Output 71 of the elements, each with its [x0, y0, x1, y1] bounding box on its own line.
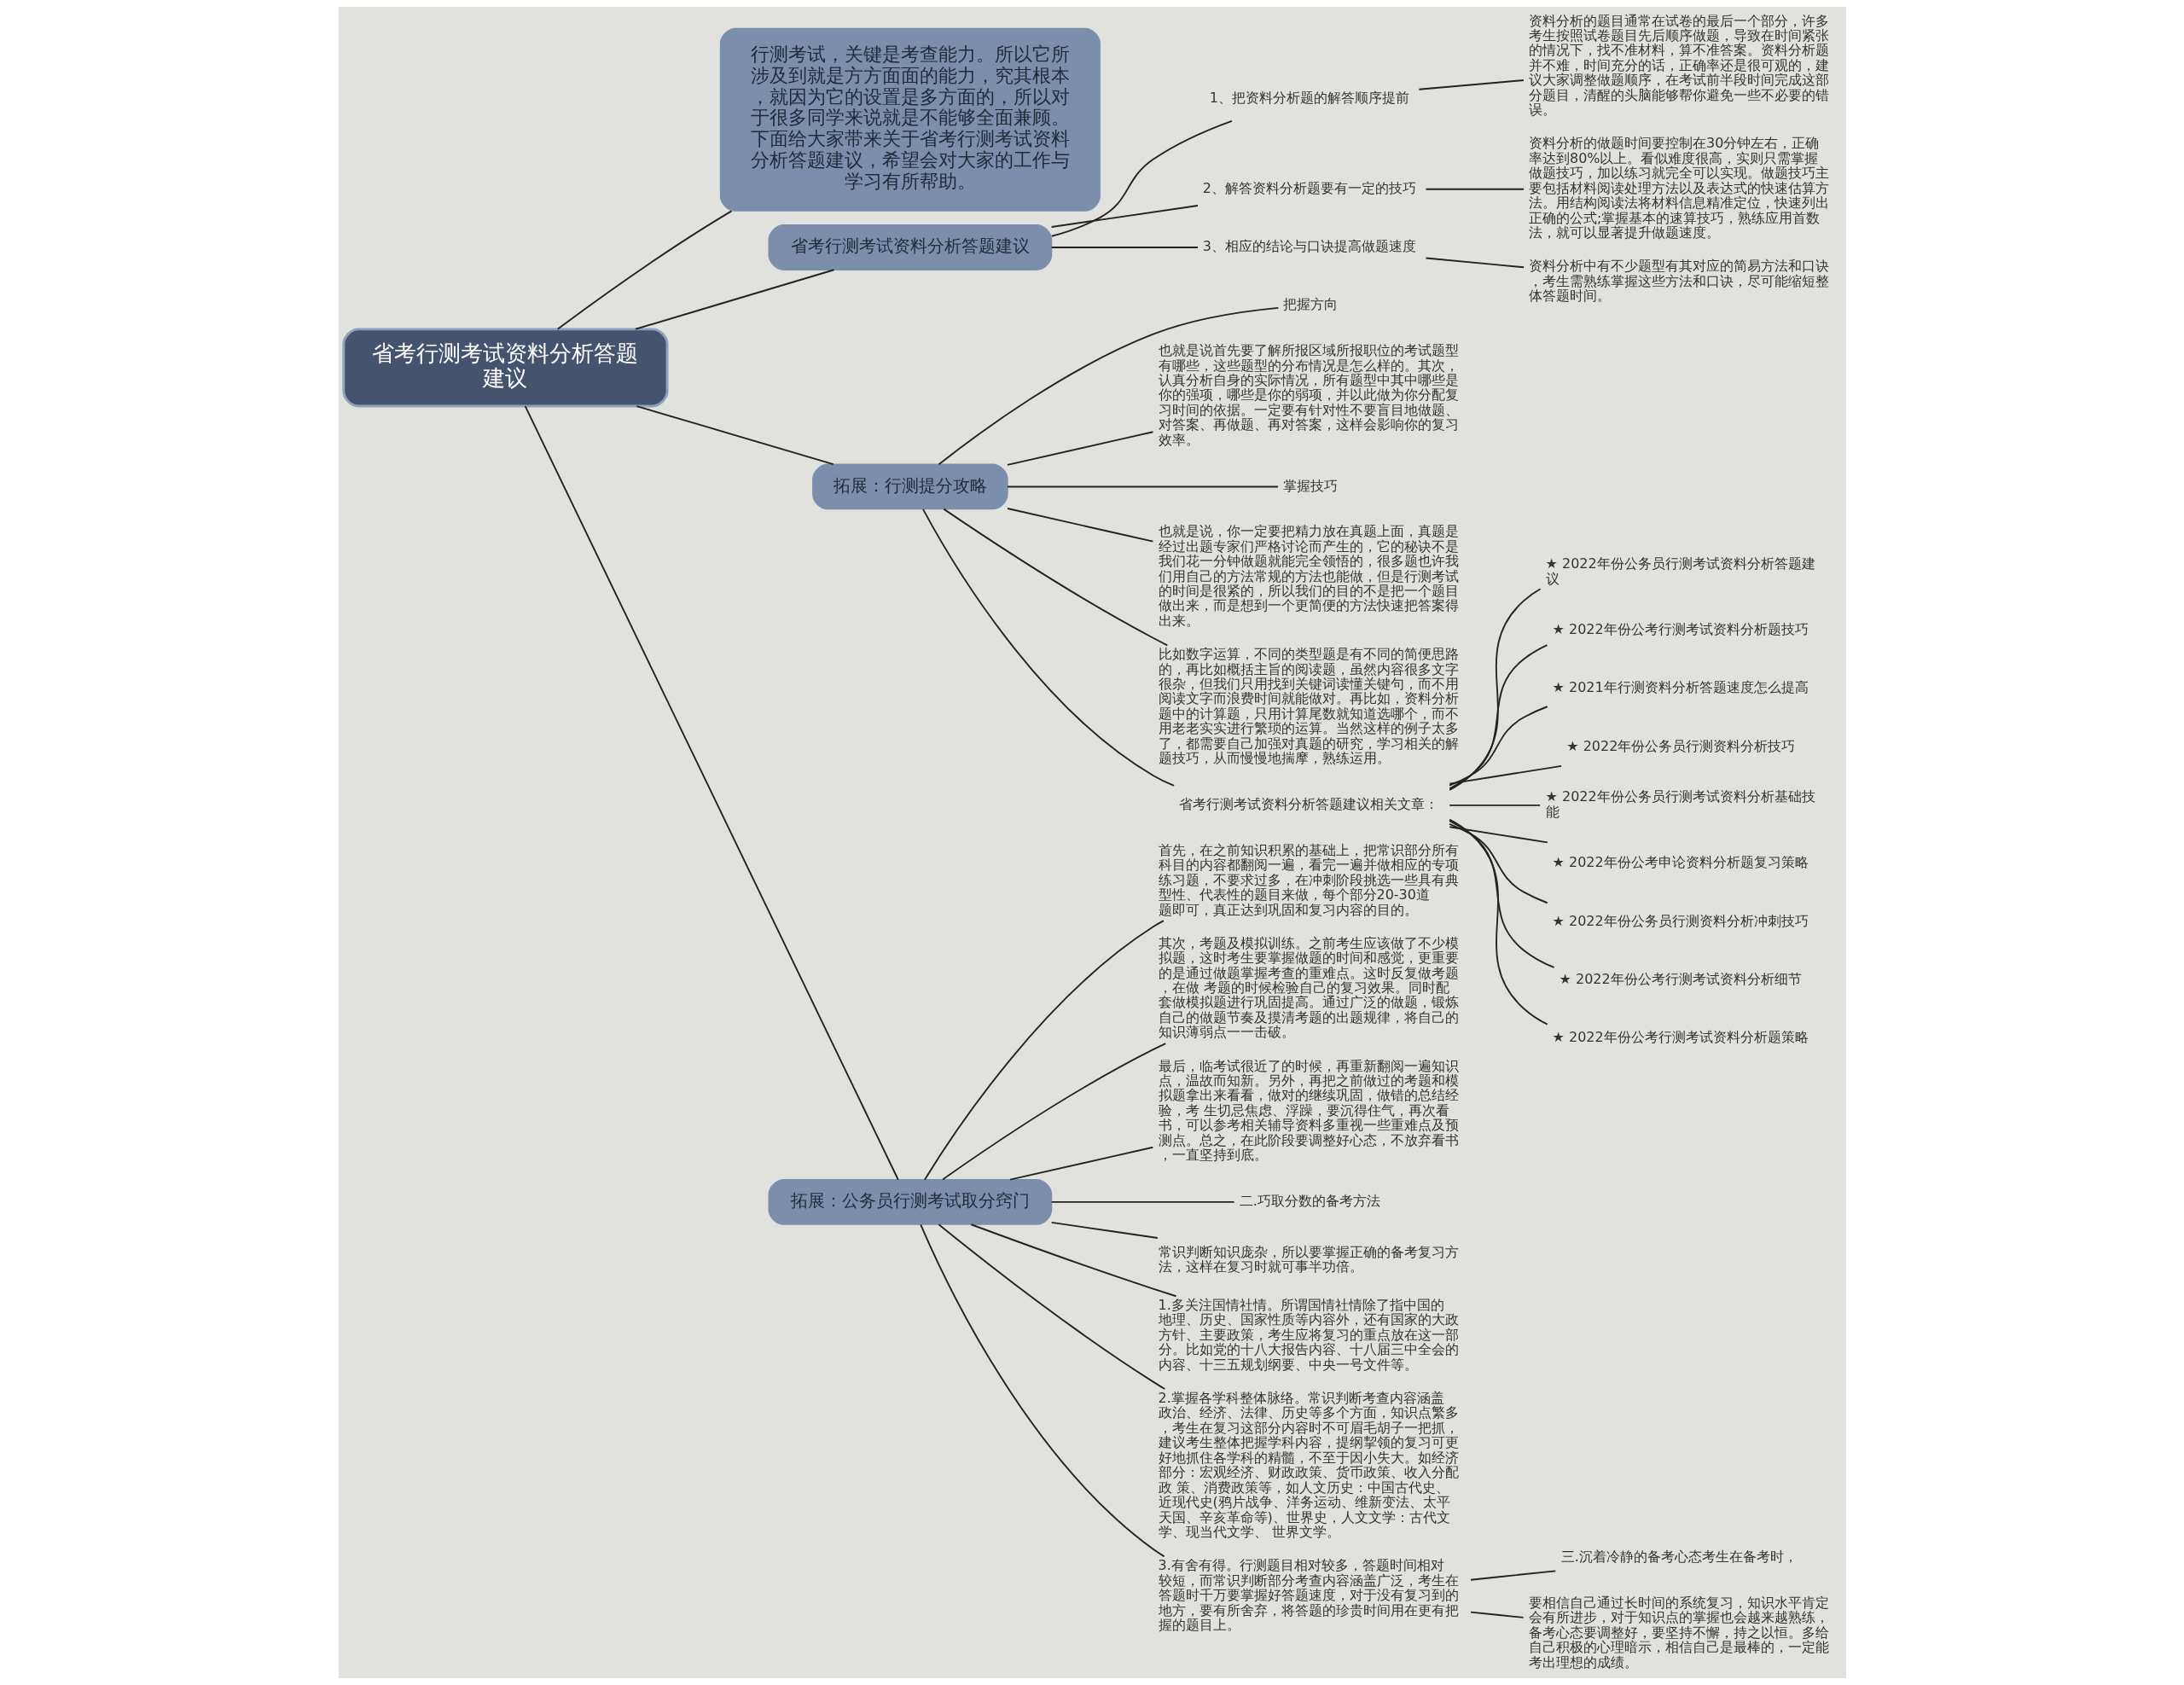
- node-box: 拓展：公务员行测考试取分窍门: [768, 1179, 1052, 1225]
- connector: [937, 1223, 1165, 1390]
- node-text: 首先，在之前知识积累的基础上，把常识部分所有科目的内容都翻阅一遍，看完一遍并做相应的专项练习题，不要求过多，在冲刺阶段挑选一些具有典型性、代表性的题目来做，每个部分20-30道题即可，真正达到巩固和复习内容的目的。: [1158, 841, 1459, 918]
- connector: [1448, 826, 1548, 844]
- connector: [1448, 588, 1541, 791]
- node-text: 最后，临考试很近了的时候，再重新翻阅一遍知识点，温故而知新。另外，再把之前做过的考题和模拟题拿出来看看，做对的继续巩固，做错的总结经验，考 生切忌焦虑、浮躁，要沉得住气，再次看书，可以参考相关辅导资料多重视一些重难点及预测点。总之，在此阶段要调整好心态，不放弃看书，一直坚持到底。: [1158, 1057, 1459, 1164]
- connector: [1425, 257, 1525, 269]
- node-text: 省考行测考试资料分析答题建议相关文章：: [1178, 795, 1438, 812]
- node-box: 拓展：行测提分攻略: [811, 463, 1008, 510]
- connector: [1417, 79, 1525, 90]
- connector: [1050, 247, 1199, 248]
- node-text: 二.巧取分数的备考方法: [1239, 1192, 1380, 1209]
- connector: [634, 269, 835, 330]
- connector: [1469, 1570, 1556, 1581]
- node-text: ★ 2022年份公考行测考试资料分析细节: [1559, 970, 1802, 987]
- node-text: 3.有舍有得。行测题目相对较多，答题时间相对较短，而常识判断部分考查内容涵盖广泛，考生在答题时千万要掌握好答题速度，对于没有复习到的地方，要有所舍弃，将答题的珍贵时间用在更有把握的题目上。: [1158, 1557, 1459, 1633]
- node-text: 1.多关注国情社情。所谓国情社情除了指中国的地理、历史、国家性质等内容外，还有国家的大政方针、主要政策，考生应将复习的重点放在这一部分。比如党的十八大报告内容、十八届三中全会的内容、十三五规划纲要、中央一号文件等。: [1158, 1297, 1459, 1373]
- connector: [938, 306, 1279, 466]
- connector: [941, 1043, 1166, 1181]
- node-text: ★ 2021年行测资料分析答题速度怎么提高: [1552, 679, 1809, 696]
- connector: [919, 1223, 1165, 1558]
- connector: [1425, 188, 1525, 190]
- node-text: 资料分析的题目通常在试卷的最后一个部分，许多考生按照试卷题目先后顺序做题，导致在时间紧张的情况下，找不准材料，算不准答案。资料分析题并不难，时间充分的话，正确率还是很可观的，建议大家调整做题顺序，在考试前半段时间完成这部分题目，清醒的头脑能够帮你避免一些不必要的错误。: [1528, 12, 1829, 119]
- connector: [1448, 804, 1541, 806]
- node-text: 也就是说首先要了解所报区域所报职位的考试题型有哪些，这些题型的分布情况是怎么样的。其次，认真分析自身的实际情况，所有题型中其中哪些是你的强项，哪些是你的弱项，并以此做为你分配复习时间的依据。一定要有针对性不要盲目地做题、对答案、再做题、再对答案，这样会影响你的复习效率。: [1158, 342, 1459, 448]
- node-text: 要相信自己通过长时间的系统复习，知识水平肯定会有所进步，对于知识点的掌握也会越来越熟练，备考心态要调整好，要坚持不懈，持之以恒。多给自己积极的心理暗示，相信自己是最棒的，一定能考出理想的成绩。: [1528, 1594, 1829, 1670]
- connector: [923, 920, 1165, 1181]
- connector: [635, 405, 834, 466]
- node-text: 掌握技巧: [1282, 477, 1338, 494]
- node-text: ★ 2022年份公考申论资料分析题复习策略: [1552, 854, 1809, 871]
- connector: [1006, 508, 1153, 543]
- node-text: ★ 2022年份公考行测考试资料分析题策略: [1552, 1029, 1809, 1046]
- connector: [970, 1223, 1176, 1298]
- connector: [942, 508, 1168, 647]
- connector: [1448, 820, 1555, 968]
- node-text: 其次，考题及模拟训练。之前考生应该做了不少模拟题，这时考生要掌握做题的时间和感觉，更重要的是通过做题掌握考查的重难点。这时反复做考题，在做 考题的时候检验自己的复习效果。同时配套做模拟题进行巩固提高。通过广泛的做题，锻炼自己的做题节奏及摸清考题的出题规律，将自己的知识薄弱点一一击破。: [1158, 934, 1459, 1041]
- connector: [1006, 485, 1279, 488]
- connector: [1448, 822, 1548, 904]
- connector: [1050, 1200, 1234, 1203]
- connector: [1469, 1611, 1524, 1618]
- node-text: 比如数字运算，不同的类型题是有不同的简便思路的，再比如概括主旨的阅读题，虽然内容很多文字很杂，但我们只用找到关键词读懂关键句，而不用阅读文字而浪费时间就能做对。再比如，资料分析题中的计算题，只用计算尾数就知道选哪个，而不用老老实实进行繁琐的运算。当然这样的例子太多了，都需要自己加强对真题的研究，学习相关的解题技巧，从而慢慢地揣摩，熟练运用。: [1158, 646, 1459, 767]
- connector: [1448, 764, 1562, 785]
- connector: [1008, 1146, 1153, 1181]
- connector: [1050, 119, 1233, 237]
- node-text: 常识判断知识庞杂，所以要掌握正确的备考复习方法，这样在复习时就可事半功倍。: [1158, 1243, 1459, 1275]
- node-text: 资料分析的做题时间要控制在30分钟左右，正确率达到80%以上。看似难度很高，实则只需掌握做题技巧，加以练习就完全可以实现。做题技巧主要包括材料阅读处理方法以及表达式的快速估算方法。用结构阅读法将材料信息精准定位，快速列出正确的公式;掌握基本的速算技巧，熟练应用首数法，就可以显著提升做题速度。: [1528, 135, 1829, 241]
- connector: [556, 210, 732, 330]
- connector: [524, 405, 899, 1181]
- node-box: 省考行测考试资料分析答题建议: [768, 224, 1052, 270]
- node-text: 三.沉着冷静的备考心态考生在备考时，: [1560, 1548, 1798, 1566]
- node-text: ★ 2022年份公务员行测资料分析冲刺技巧: [1552, 912, 1809, 929]
- connector: [1448, 706, 1548, 787]
- connector: [1006, 431, 1153, 466]
- node-text: 2、解答资料分析题要有一定的技巧: [1202, 179, 1416, 196]
- node-box: 省考行测考试资料分析答题建议: [341, 328, 669, 408]
- node-text: 也就是说，你一定要把精力放在真题上面，真题是经过出题专家们严格讨论而产生的，它的秘诀不是我们花一分钟做题就能完全领悟的，很多题也许我们用自己的方法常规的方法也能做，但是行测考试的时间是很紧的，所以我们的目的不是把一个题目做出来，而是想到一个更简便的方法快速把答案得出来。: [1158, 523, 1459, 629]
- node-text: ★ 2022年份公务员行测考试资料分析答题建议: [1545, 555, 1815, 587]
- connector: [1050, 1221, 1159, 1239]
- node-text: ★ 2022年份公务员行测资料分析技巧: [1565, 737, 1795, 754]
- connector: [921, 508, 1175, 787]
- connector: [1448, 818, 1548, 1026]
- node-text: 把握方向: [1282, 296, 1338, 313]
- connector: [1050, 205, 1199, 228]
- node-text: 3、相应的结论与口诀提高做题速度: [1202, 238, 1416, 255]
- node-text: ★ 2022年份公务员行测考试资料分析基础技能: [1545, 788, 1815, 820]
- node-text: 2.掌握各学科整体脉络。常识判断考查内容涵盖政治、经济、法律、历史等多个方面，知识点繁多，考生在复习这部分内容时不可眉毛胡子一把抓，建议考生整体把握学科内容，提纲挈领的复习可更好地抓住各学科的精髓，不至于因小失大。如经济部分：宏观经济、财政政策、货币政策、收入分配政 策、消费政策等，如人文历史：中国古代史、近现代史(鸦片战争、洋务运动、维新变法、太平天国、辛亥革命等)、世界史，人文文学：古代文学、现当代文学、 世界文学。: [1158, 1390, 1459, 1540]
- node-text: ★ 2022年份公考行测考试资料分析题技巧: [1552, 621, 1809, 638]
- node-text: 1、把资料分析题的解答顺序提前: [1209, 89, 1409, 106]
- connector: [1448, 644, 1548, 790]
- node-text: 资料分析中有不少题型有其对应的简易方法和口诀，考生需熟练掌握这些方法和口诀，尽可能缩短整体答题时间。: [1528, 258, 1829, 305]
- node-box: 行测考试，关键是考查能力。所以它所涉及到就是方方面面的能力，究其根本，就因为它的设置是多方面的，所以对于很多同学来说就是不能够全面兼顾。下面给大家带来关于省考行测考试资料分析答题建议，希望会对大家的工作与学习有所帮助。: [719, 27, 1101, 212]
